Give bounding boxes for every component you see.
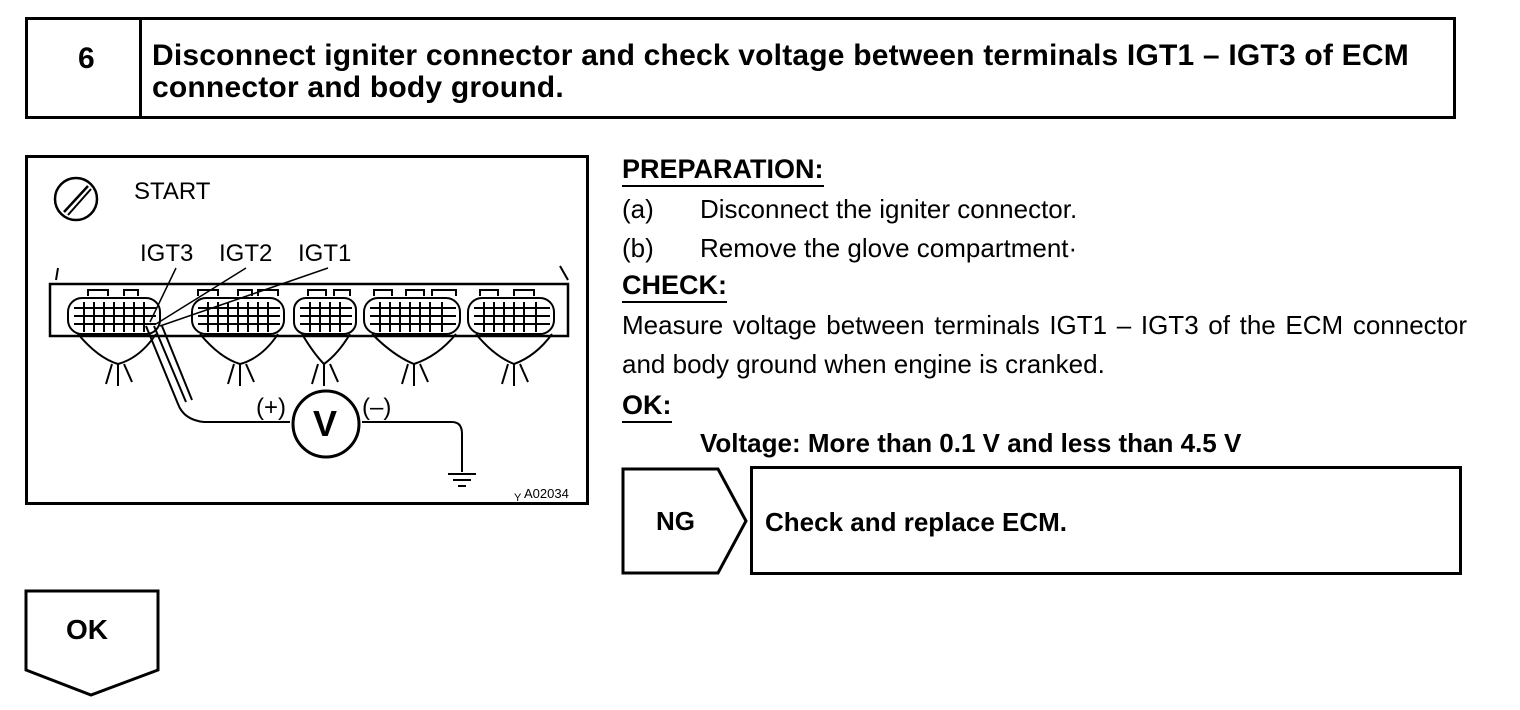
start-label: START — [134, 178, 211, 205]
wiring-figure: START IGT3 IGT2 IGT1 V (+) (–) Y A02034 — [25, 155, 589, 505]
negative-lead-label: (–) — [362, 394, 392, 421]
voltmeter-symbol: V — [313, 403, 338, 444]
preparation-step-b: (b) Remove the glove compartment· — [622, 233, 1077, 263]
voltage-spec: Voltage: More than 0.1 V and less than 4… — [700, 428, 1242, 458]
step-number-cell: 6 — [28, 20, 142, 116]
step-number: 6 — [78, 42, 95, 75]
figure-code-prefix: Y — [514, 492, 522, 504]
ignition-key-icon — [53, 176, 99, 222]
test-leads — [145, 325, 463, 472]
terminal-leaders — [149, 267, 329, 327]
step-title: Disconnect igniter connector and check v… — [152, 39, 1409, 104]
preparation-heading: PREPARATION: — [622, 154, 824, 187]
terminal-label-igt2: IGT2 — [219, 240, 273, 267]
check-instruction: Measure voltage between terminals IGT1 –… — [622, 310, 1467, 379]
step-text: Remove the glove compartment· — [700, 233, 1078, 263]
ecm-connector-diagram — [48, 176, 570, 487]
ground-icon — [448, 473, 476, 487]
ng-arrow — [621, 467, 748, 575]
ng-result-text: Check and replace ECM. — [765, 507, 1067, 537]
step-label: (b) — [622, 233, 654, 263]
ok-arrow — [24, 589, 160, 697]
figure-code: A02034 — [524, 486, 569, 501]
step-text: Disconnect the igniter connector. — [700, 194, 1078, 224]
ok-label: OK — [66, 614, 108, 645]
ecm-connector — [48, 265, 570, 386]
terminal-label-igt3: IGT3 — [140, 240, 194, 267]
preparation-step-a: (a) Disconnect the igniter connector. — [622, 194, 1077, 224]
voltmeter-icon — [291, 389, 361, 459]
positive-lead-label: (+) — [256, 394, 286, 421]
step-label: (a) — [622, 194, 654, 224]
ok-heading: OK: — [622, 390, 672, 423]
terminal-label-igt1: IGT1 — [298, 240, 352, 267]
check-heading: CHECK: — [622, 270, 727, 303]
ng-label: NG — [656, 506, 695, 536]
step-header: 6 Disconnect igniter connector and check… — [25, 17, 1456, 119]
ng-result-box: Check and replace ECM. — [750, 466, 1462, 575]
